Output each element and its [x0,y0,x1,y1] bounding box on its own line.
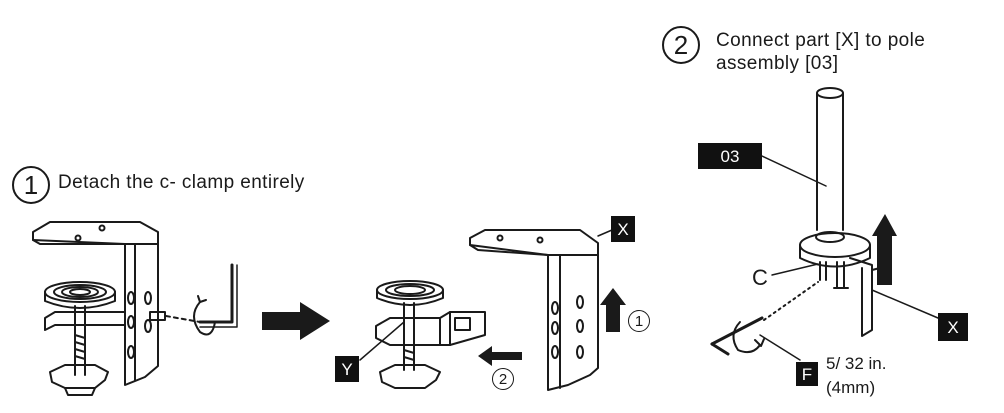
up-arrow [600,288,626,332]
part-c-label: C [752,265,768,290]
process-arrow [262,302,330,340]
step-2-instruction-line1: Connect part [X] to pole [716,30,926,51]
part-x-bracket [469,229,599,391]
pole-assembly-label: 03 [698,143,762,169]
pole-up-arrow [872,214,897,285]
tool-size-line2: (4mm) [826,378,876,397]
assembled-c-clamp [32,221,238,396]
c-clamp-lower-part [375,280,486,389]
part-x-label-right: X [938,313,968,341]
step-1-number: 1 [12,166,50,204]
part-x-label-top: X [611,216,635,242]
part-y-label: Y [335,356,359,382]
pole-assembly [799,87,881,337]
step-1-instruction: Detach the c- clamp entirely [58,172,305,193]
step-2-number: 2 [662,26,700,64]
step-2-instruction-line2: assembly [03] [716,53,839,74]
tool-size-line1: 5/ 32 in. [826,354,887,373]
substep-left-number: 2 [492,368,514,390]
substep-up-number: 1 [628,310,650,332]
left-arrow [478,346,522,366]
tool-f-label: F [796,362,818,386]
